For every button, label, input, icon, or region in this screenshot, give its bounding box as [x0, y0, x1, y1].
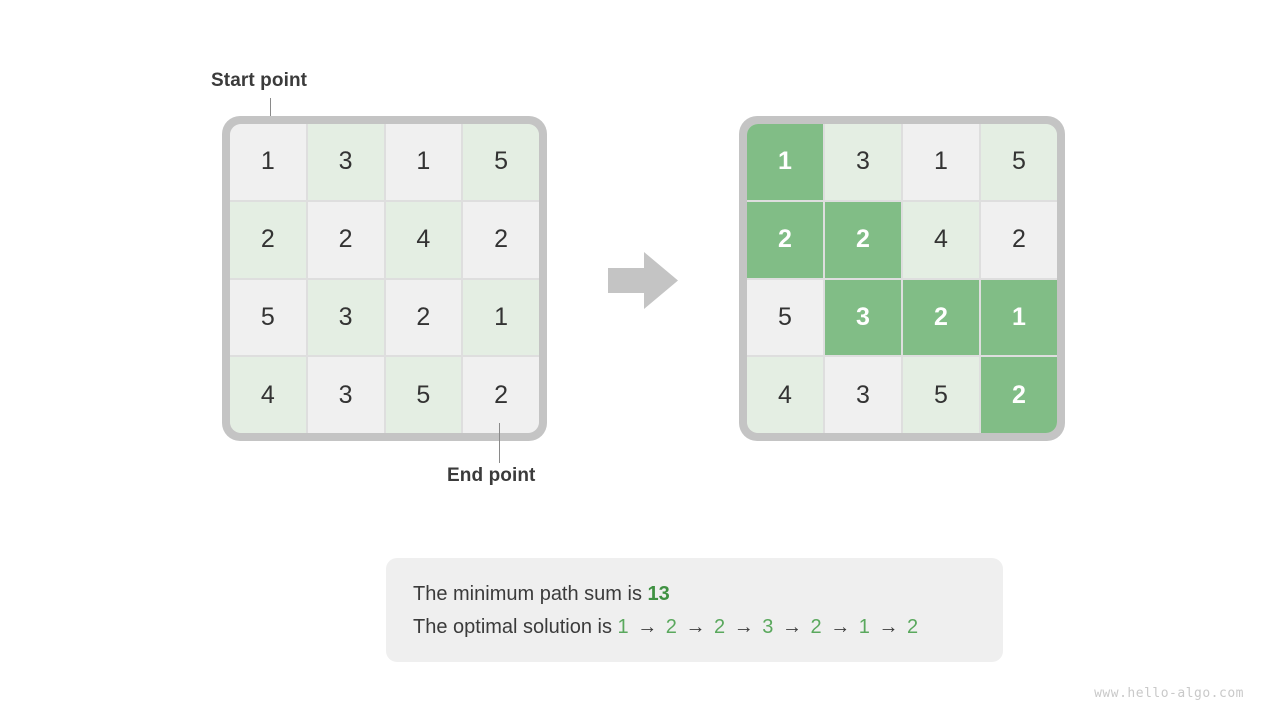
grid-cell: 3	[307, 357, 384, 433]
grid-cell: 2	[981, 357, 1057, 433]
grid-cell: 2	[981, 201, 1057, 278]
grid-cell: 2	[463, 201, 539, 278]
path-step-value: 2	[907, 615, 919, 638]
grid-cell: 2	[307, 201, 384, 278]
grid-cell: 4	[385, 201, 462, 278]
grid-cell: 5	[230, 279, 306, 356]
end-point-connector-line	[499, 423, 500, 463]
grid-cell: 1	[903, 124, 979, 200]
grid-cell: 5	[747, 279, 823, 356]
grid-cell: 5	[463, 124, 539, 200]
minimum-path-sum-value: 13	[647, 582, 670, 605]
grid-cell: 3	[307, 279, 384, 356]
start-point-label: Start point	[211, 70, 308, 91]
grid-cell: 2	[230, 201, 306, 278]
end-point-label: End point	[447, 465, 536, 486]
grid-cell: 3	[825, 124, 901, 200]
grid-cell: 3	[825, 357, 901, 433]
result-panel: The minimum path sum is 13 The optimal s…	[386, 558, 1003, 662]
path-step-value: 1	[858, 615, 870, 638]
grid-cell: 2	[385, 279, 462, 356]
path-step-value: 1	[617, 615, 629, 638]
grid-cell: 1	[230, 124, 306, 200]
path-step-arrow-icon: →	[728, 615, 760, 638]
grid-cell: 1	[385, 124, 462, 200]
path-step-value: 2	[714, 615, 726, 638]
path-step-value: 2	[810, 615, 822, 638]
watermark: www.hello-algo.com	[1094, 686, 1244, 701]
grid-cell: 5	[385, 357, 462, 433]
path-step-value: 3	[762, 615, 774, 638]
grid-cell: 1	[747, 124, 823, 200]
grid-cell: 2	[463, 357, 539, 433]
path-step-value: 2	[665, 615, 677, 638]
path-step-arrow-icon: →	[631, 615, 663, 638]
optimal-solution-line: The optimal solution is 1 → 2 → 2 → 3 → …	[413, 617, 976, 637]
path-step-arrow-icon: →	[776, 615, 808, 638]
grid-cell: 2	[747, 201, 823, 278]
grid-cell: 3	[825, 279, 901, 356]
grid-cell: 4	[230, 357, 306, 433]
grid-cell: 1	[463, 279, 539, 356]
grid-cell: 2	[903, 279, 979, 356]
grid-cell: 4	[903, 201, 979, 278]
path-step-arrow-icon: →	[824, 615, 856, 638]
right-arrow-icon	[608, 252, 678, 309]
grid-cell: 2	[825, 201, 901, 278]
path-step-arrow-icon: →	[679, 615, 712, 638]
grid-cell: 5	[981, 124, 1057, 200]
minimum-path-sum-line: The minimum path sum is 13	[413, 584, 976, 604]
optimal-solution-path: 1 → 2 → 2 → 3 → 2 → 1 → 2	[618, 616, 919, 638]
optimal-solution-prefix: The optimal solution is	[413, 615, 618, 638]
grid-cell: 5	[903, 357, 979, 433]
grid-cell: 3	[307, 124, 384, 200]
grid-cell: 1	[981, 279, 1057, 356]
path-step-arrow-icon: →	[872, 615, 905, 638]
grid-cell: 4	[747, 357, 823, 433]
minimum-path-sum-prefix: The minimum path sum is	[413, 582, 648, 605]
